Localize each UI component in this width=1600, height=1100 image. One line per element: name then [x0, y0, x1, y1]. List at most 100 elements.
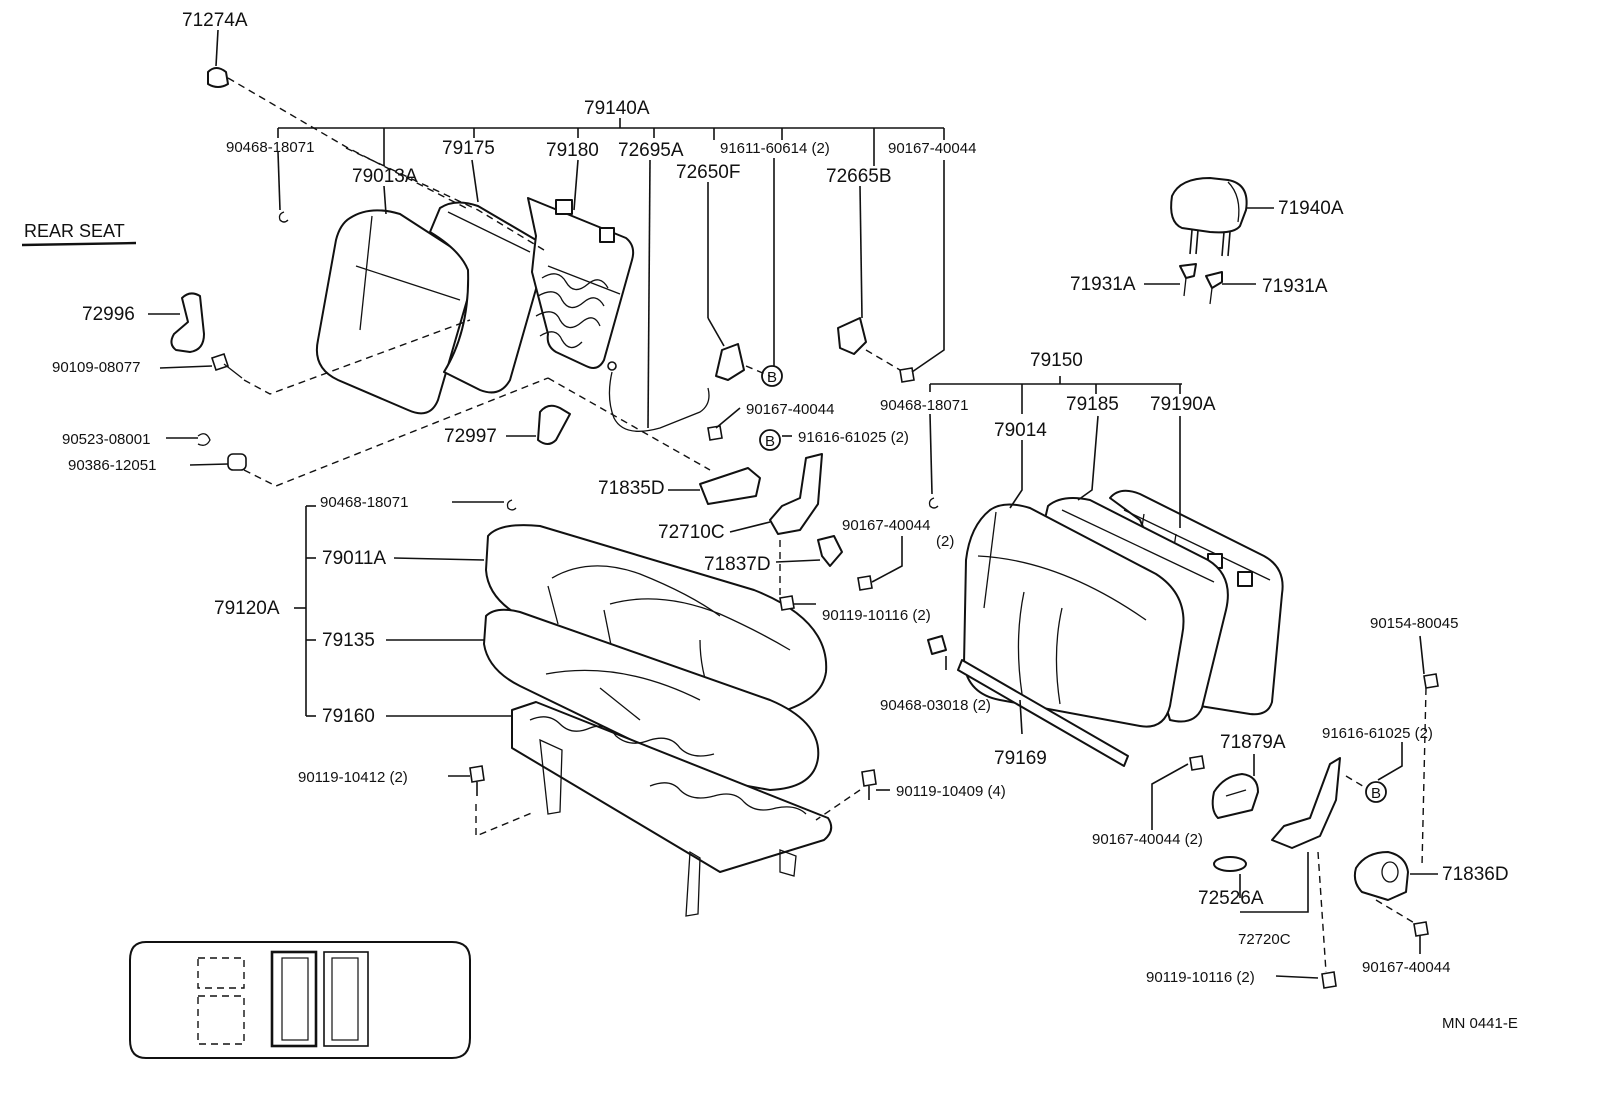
label-79169: 79169 — [994, 748, 1047, 769]
bolt-90119-10409 — [861, 769, 877, 787]
label-71940A: 71940A — [1278, 198, 1344, 219]
ref-marker-b-2: B — [759, 429, 781, 451]
label-90167-40044-2: 90167-40044 — [842, 517, 930, 534]
cushion-90386-12051 — [227, 453, 247, 471]
label-79013A: 79013A — [352, 166, 418, 187]
bolt-90167-40044-e — [1413, 921, 1429, 937]
svg-text:B: B — [1371, 785, 1381, 802]
label-90468-18071-b: 90468-18071 — [320, 494, 408, 511]
label-90523-08001: 90523-08001 — [62, 431, 150, 448]
vehicle-seat-locator-icon — [129, 941, 471, 1059]
label-71274A: 71274A — [182, 10, 248, 31]
label-79011A: 79011A — [322, 548, 386, 569]
bracket-79140A — [277, 118, 945, 166]
label-90167-40044-2-qty: (2) — [936, 533, 954, 550]
clip-90523-08001 — [197, 433, 211, 446]
part-labels: 71274A 79140A 90468-18071 79175 79180 72… — [52, 10, 1509, 986]
label-72695A: 72695A — [618, 140, 684, 161]
frame-hook — [555, 199, 573, 215]
label-90468-18071-a: 90468-18071 — [226, 139, 314, 156]
label-90154-80045: 90154-80045 — [1370, 615, 1458, 632]
label-71835D: 71835D — [598, 478, 665, 499]
bolt-90119-10116-b — [1321, 971, 1337, 989]
label-91611-60614: 91611-60614 (2) — [720, 140, 830, 157]
label-79175: 79175 — [442, 138, 495, 159]
bolt-90109-08077 — [210, 352, 243, 379]
label-72997: 72997 — [444, 426, 497, 447]
figure-code: MN 0441-E — [1442, 1015, 1518, 1032]
label-79135: 79135 — [322, 630, 375, 651]
cable-72695A — [608, 371, 710, 432]
section-title-underline — [21, 241, 137, 247]
bracket-72665B — [837, 317, 867, 355]
seat-cushion-pad-79135 — [483, 608, 820, 791]
label-72996: 72996 — [82, 304, 135, 325]
label-79185: 79185 — [1066, 394, 1119, 415]
bolt-90167-40044-c — [857, 575, 873, 591]
cover-71879A — [1211, 773, 1259, 819]
cover-71835D — [699, 467, 761, 505]
label-71931A-left: 71931A — [1070, 274, 1136, 295]
seatback-pad-79175 — [429, 201, 545, 394]
label-90119-10116-a: 90119-10116 (2) — [822, 607, 931, 624]
seatback-assembly-left — [316, 197, 635, 415]
label-72650F: 72650F — [676, 162, 740, 183]
clip-90468-03018 — [927, 635, 947, 655]
ring-72526A — [1213, 856, 1247, 872]
hinge-72710C — [769, 453, 823, 535]
clip-71274A — [207, 67, 229, 88]
hinge-72720C — [1271, 757, 1341, 849]
locator-front-seat-1 — [197, 957, 245, 989]
leader-lines — [148, 29, 1438, 979]
seatback-assembly-right — [963, 489, 1284, 728]
label-79140A: 79140A — [584, 98, 650, 119]
label-71837D: 71837D — [704, 554, 771, 575]
assembly-dashed-lines — [227, 77, 1427, 973]
bolt-90119-10116-a — [779, 595, 795, 611]
section-title: REAR SEAT — [24, 221, 125, 241]
bracket-72996 — [170, 292, 205, 353]
clip-90468-18071-c — [928, 497, 939, 509]
label-90167-40044-4: 90167-40044 — [1362, 959, 1450, 976]
locator-rear-seat-highlight — [270, 950, 318, 1048]
seat-cushion-assembly — [483, 524, 833, 917]
bolt-90167-40044-d — [1189, 755, 1205, 771]
label-71836D: 71836D — [1442, 864, 1509, 885]
headrest-71940A — [1170, 177, 1248, 257]
label-79014: 79014 — [994, 420, 1047, 441]
label-90386-12051: 90386-12051 — [68, 457, 156, 474]
label-71931A-right: 71931A — [1262, 276, 1328, 297]
label-79190A: 79190A — [1150, 394, 1216, 415]
label-79150: 79150 — [1030, 350, 1083, 371]
headrest-support-left — [1179, 263, 1197, 297]
label-90468-03018: 90468-03018 (2) — [880, 697, 991, 714]
cover-71836D — [1353, 851, 1409, 901]
locator-rear-seat-2 — [323, 951, 369, 1047]
ref-marker-b-3: B — [1365, 781, 1387, 803]
side-trim-79169 — [957, 659, 1129, 767]
clip-90468-18071-a — [278, 211, 289, 223]
lock-72650F — [715, 343, 745, 381]
svg-text:B: B — [767, 369, 777, 386]
svg-text:B: B — [765, 433, 775, 450]
seat-cushion-frame-79160 — [511, 701, 833, 873]
ref-marker-b-1: B — [761, 365, 783, 387]
bolt-90154-80045 — [1423, 673, 1439, 689]
cover-72997 — [537, 404, 571, 445]
label-90119-10412: 90119-10412 (2) — [298, 769, 408, 786]
label-90109-08077: 90109-08077 — [52, 359, 140, 376]
label-91616-61025-b: 91616-61025 (2) — [1322, 725, 1433, 742]
bolt-90167-40044-b — [707, 425, 723, 441]
label-90167-40044-mid: 90167-40044 — [746, 401, 834, 418]
label-72526A: 72526A — [1198, 888, 1264, 909]
label-79120A: 79120A — [214, 598, 280, 619]
label-72720C: 72720C — [1238, 931, 1291, 948]
label-90468-18071-c: 90468-18071 — [880, 397, 968, 414]
label-91616-61025-a: 91616-61025 (2) — [798, 429, 909, 446]
frame-hook — [599, 227, 615, 243]
cover-71837D — [817, 535, 843, 567]
label-72665B: 72665B — [826, 166, 892, 187]
label-90119-10116-b: 90119-10116 (2) — [1146, 969, 1255, 986]
label-79160: 79160 — [322, 706, 375, 727]
label-72710C: 72710C — [658, 522, 725, 543]
